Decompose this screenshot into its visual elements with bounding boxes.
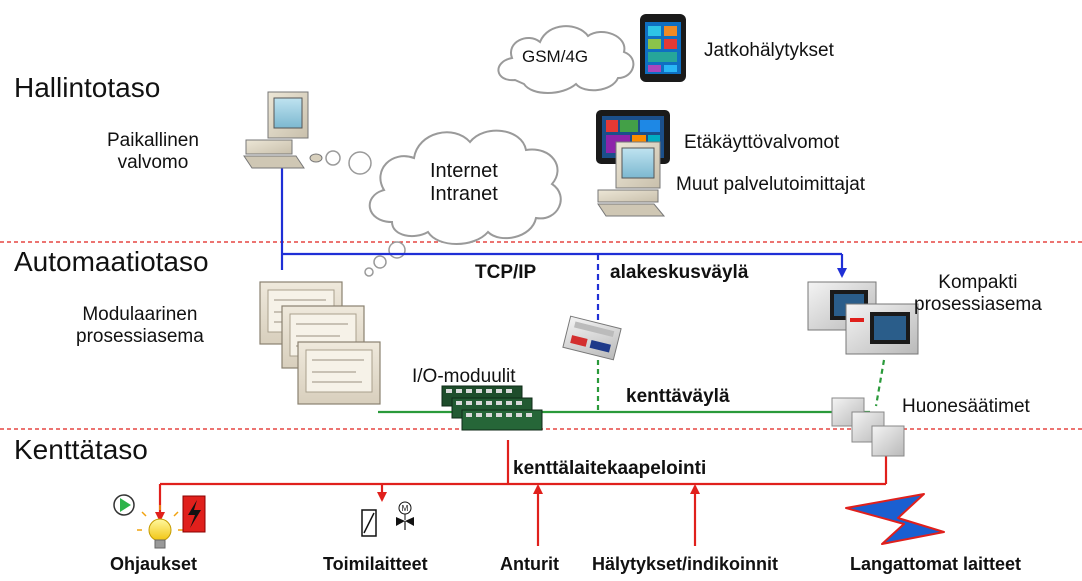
electrical-panel-icon xyxy=(182,495,206,533)
thought-bubbles xyxy=(325,150,406,277)
controls-label: Ohjaukset xyxy=(110,554,198,574)
zone-heading-automation: Automaatiotaso xyxy=(14,246,209,277)
sensors-label: Anturit xyxy=(500,554,559,574)
modular-process-station-icon xyxy=(259,281,381,405)
local-control-room-computer-icon xyxy=(243,91,323,169)
smartphone-icon xyxy=(640,14,686,82)
internet-cloud xyxy=(368,129,562,245)
substation-bus-label: alakeskusväylä xyxy=(610,262,749,283)
room-controllers-label: Huonesäätimet xyxy=(902,396,1030,417)
compact-process-station-icon xyxy=(807,281,919,355)
field-cabling-label: kenttälaitekaapelointi xyxy=(513,458,707,479)
field-cabling-lines xyxy=(155,440,888,546)
svg-text:M: M xyxy=(402,504,409,513)
gsm-label: GSM/4G xyxy=(522,47,589,66)
zone-heading-field: Kenttätaso xyxy=(14,434,148,465)
other-providers-label: Muut palvelutoimittajat xyxy=(676,174,866,195)
alarms-label: Hälytykset/indikoinnit xyxy=(592,554,779,574)
ip-network-lines xyxy=(280,162,847,320)
gsm-cloud xyxy=(497,25,635,94)
compact-station-label: Kompakti prosessiasema xyxy=(914,272,1042,315)
wireless-lightning-icon xyxy=(845,493,945,545)
io-modules-icon xyxy=(441,385,543,431)
room-controllers-icon xyxy=(831,397,905,457)
light-bulb-icon xyxy=(137,505,183,549)
actuators-label: Toimilaitteet xyxy=(323,554,428,574)
remote-computer-icon xyxy=(597,141,666,217)
bus-converter-icon xyxy=(562,315,622,361)
modular-station-label: Modulaarinen prosessiasema xyxy=(76,304,204,347)
wireless-devices-label: Langattomat laitteet xyxy=(850,554,1022,574)
alarm-forwarding-label: Jatkohälytykset xyxy=(704,40,834,61)
local-control-room-label: Paikallinen valvomo xyxy=(107,130,199,173)
remote-control-rooms-label: Etäkäyttövalvomot xyxy=(684,132,840,153)
motor-valve-icon: M xyxy=(396,501,414,530)
internet-intranet-label: Internet Intranet xyxy=(430,160,498,205)
tcp-ip-label: TCP/IP xyxy=(475,262,537,283)
io-modules-label: I/O-moduulit xyxy=(412,366,516,387)
fieldbus-label: kenttäväylä xyxy=(626,386,730,407)
damper-icon xyxy=(361,509,377,537)
pump-icon xyxy=(113,494,135,516)
zone-heading-management: Hallintotaso xyxy=(14,72,161,103)
